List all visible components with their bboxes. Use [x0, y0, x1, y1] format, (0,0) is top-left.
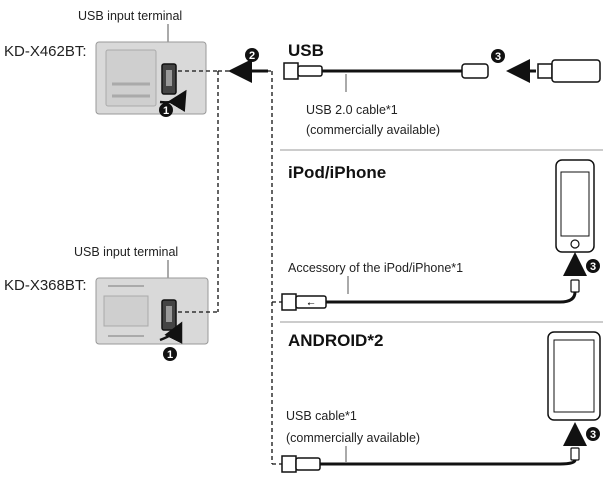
usb-memory-stick	[551, 59, 601, 83]
ipod-cable-label: Accessory of the iPod/iPhone*1	[288, 261, 463, 275]
usb-section: USB 3 USB 2.0 cable*1 (commercially avai…	[283, 41, 601, 137]
top-open-cover-arrow	[159, 89, 187, 113]
android-connector	[570, 447, 580, 461]
usb-receptacle	[461, 63, 489, 79]
step-2-badge	[245, 48, 259, 62]
ipod-cable	[326, 291, 577, 304]
bottom-device: USB input terminal KD-X368BT: 1	[4, 245, 209, 361]
bottom-device-display	[103, 295, 149, 327]
step-3-badge-ipod	[586, 259, 600, 273]
step-3-badge-android	[586, 427, 600, 441]
svg-text:1: 1	[163, 105, 169, 117]
usb-stick-connector	[537, 63, 553, 79]
android-section-title: ANDROID*2	[288, 331, 383, 350]
usb-cable-note: (commercially available)	[306, 123, 440, 137]
bottom-terminal-label: USB input terminal	[74, 245, 178, 259]
step-2-indicator: 2	[228, 48, 268, 83]
step-1-badge-top	[159, 103, 173, 117]
dashed-connection-lines	[178, 70, 282, 465]
ipod-section: iPod/iPhone 3 Accessory of the iPod/iPho…	[281, 159, 600, 311]
android-cable-label: USB cable*1	[286, 409, 357, 423]
svg-text:3: 3	[590, 429, 596, 441]
bottom-open-cover-arrow	[159, 321, 183, 344]
lightning-connector	[570, 279, 580, 293]
android-cable	[320, 459, 577, 466]
android-section: ANDROID*2 3 USB cable*1 (commercially av…	[281, 331, 601, 473]
top-device-display	[105, 49, 157, 107]
top-terminal-label: USB input terminal	[78, 9, 182, 23]
step-1-badge-bottom	[163, 347, 177, 361]
svg-text:2: 2	[249, 50, 255, 62]
usb-trident-icon: ⭠	[307, 299, 314, 309]
top-device: USB input terminal KD-X462BT: 1	[4, 9, 207, 117]
android-usb-plug	[281, 455, 297, 473]
iphone-home-button	[570, 239, 580, 249]
svg-text:3: 3	[590, 261, 596, 273]
usb-a-plug	[283, 62, 299, 80]
bottom-device-model: KD-X368BT:	[4, 277, 87, 294]
usb-cable-label: USB 2.0 cable*1	[306, 103, 398, 117]
svg-text:1: 1	[167, 349, 173, 361]
usb-section-title: USB	[288, 41, 324, 60]
top-device-model: KD-X462BT:	[4, 43, 87, 60]
svg-text:3: 3	[495, 51, 501, 63]
ipod-section-title: iPod/iPhone	[288, 163, 386, 182]
android-cable-note: (commercially available)	[286, 431, 420, 445]
step-3-badge-usb	[491, 49, 505, 63]
ipod-usb-plug	[281, 293, 297, 311]
